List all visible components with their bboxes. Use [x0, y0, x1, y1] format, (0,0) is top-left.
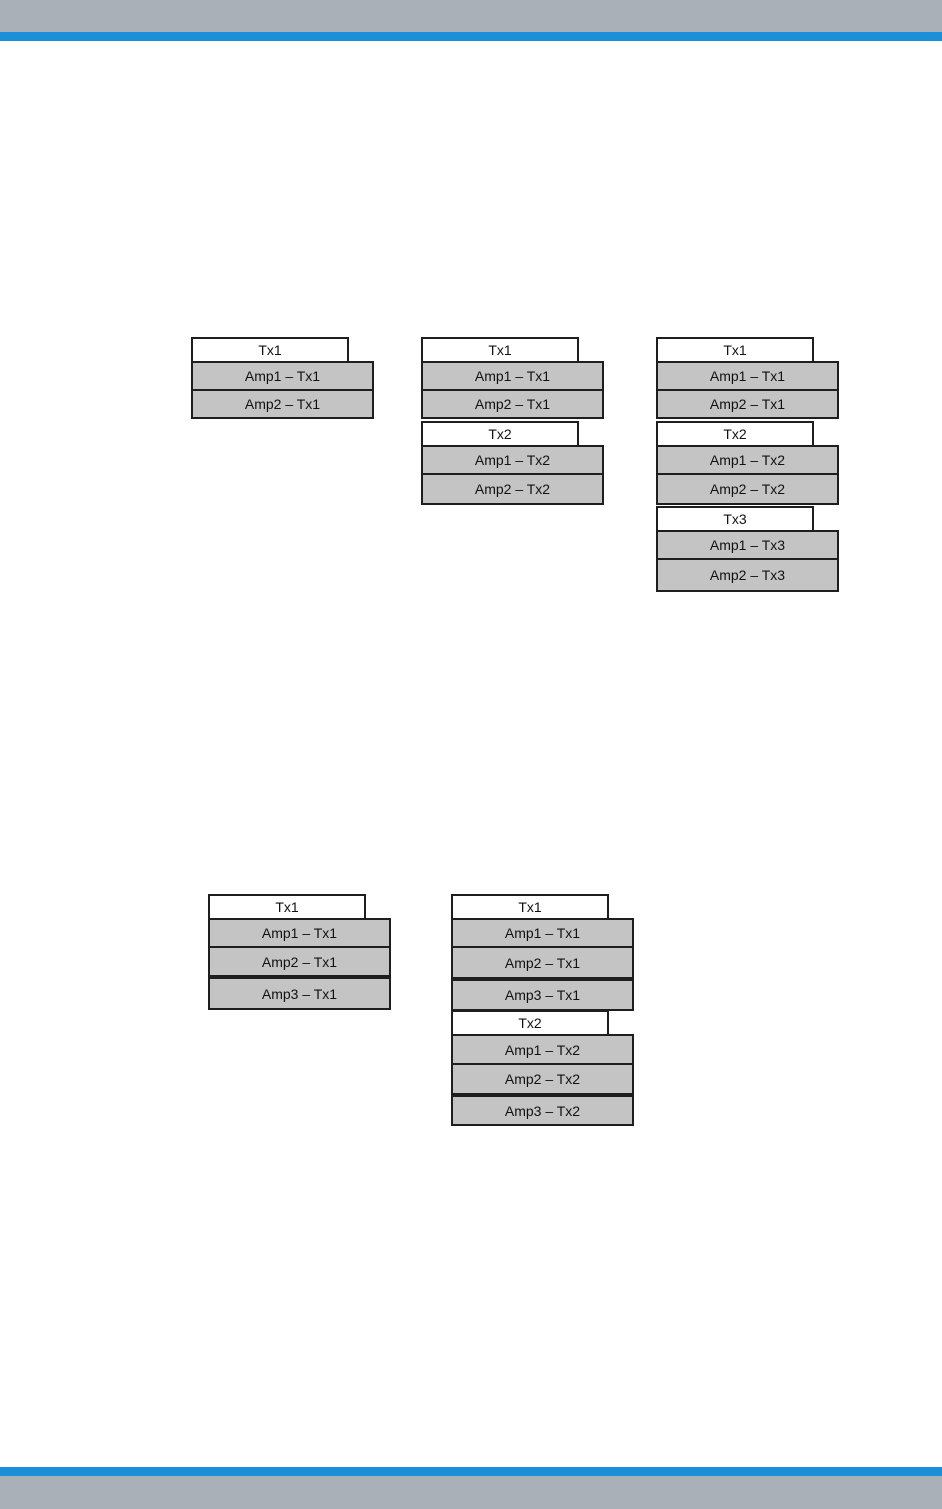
amplifier-cell: Amp1 – Tx1 — [451, 918, 634, 948]
transmitter-tab-tx1: Tx1 — [421, 337, 579, 361]
amplifier-cell: Amp2 – Tx2 — [656, 473, 839, 505]
transmitter-tab-tx2: Tx2 — [421, 421, 579, 445]
amplifier-cell: Amp3 – Tx1 — [451, 979, 634, 1011]
amplifier-cell: Amp1 – Tx2 — [421, 445, 604, 475]
transmitter-tab-tx3: Tx3 — [656, 506, 814, 530]
amplifier-cell: Amp1 – Tx1 — [208, 918, 391, 948]
amplifier-cell: Amp2 – Tx1 — [421, 389, 604, 419]
amplifier-cell: Amp2 – Tx2 — [421, 473, 604, 505]
amplifier-cell: Amp2 – Tx1 — [208, 946, 391, 977]
amplifier-cell: Amp2 – Tx2 — [451, 1063, 634, 1095]
page-header-bar — [0, 0, 942, 32]
transmitter-tab-tx1: Tx1 — [451, 894, 609, 918]
transmitter-tab-tx1: Tx1 — [208, 894, 366, 918]
amplifier-cell: Amp1 – Tx2 — [451, 1034, 634, 1065]
transmitter-tab-tx2: Tx2 — [451, 1010, 609, 1034]
page-header-accent-stripe — [0, 32, 942, 41]
amplifier-cell: Amp2 – Tx1 — [191, 389, 374, 419]
amplifier-cell: Amp2 – Tx1 — [656, 389, 839, 419]
transmitter-tab-tx1: Tx1 — [191, 337, 349, 361]
page-footer-bar — [0, 1476, 942, 1509]
amplifier-cell: Amp3 – Tx1 — [208, 977, 391, 1010]
amplifier-cell: Amp1 – Tx2 — [656, 445, 839, 475]
page-footer-accent-stripe — [0, 1467, 942, 1476]
amplifier-cell: Amp1 – Tx1 — [191, 361, 374, 391]
amplifier-cell: Amp1 – Tx1 — [421, 361, 604, 391]
amplifier-cell: Amp2 – Tx1 — [451, 946, 634, 979]
amplifier-cell: Amp2 – Tx3 — [656, 558, 839, 592]
amplifier-cell: Amp3 – Tx2 — [451, 1095, 634, 1126]
amplifier-cell: Amp1 – Tx3 — [656, 530, 839, 560]
transmitter-tab-tx1: Tx1 — [656, 337, 814, 361]
amplifier-cell: Amp1 – Tx1 — [656, 361, 839, 391]
transmitter-tab-tx2: Tx2 — [656, 421, 814, 445]
